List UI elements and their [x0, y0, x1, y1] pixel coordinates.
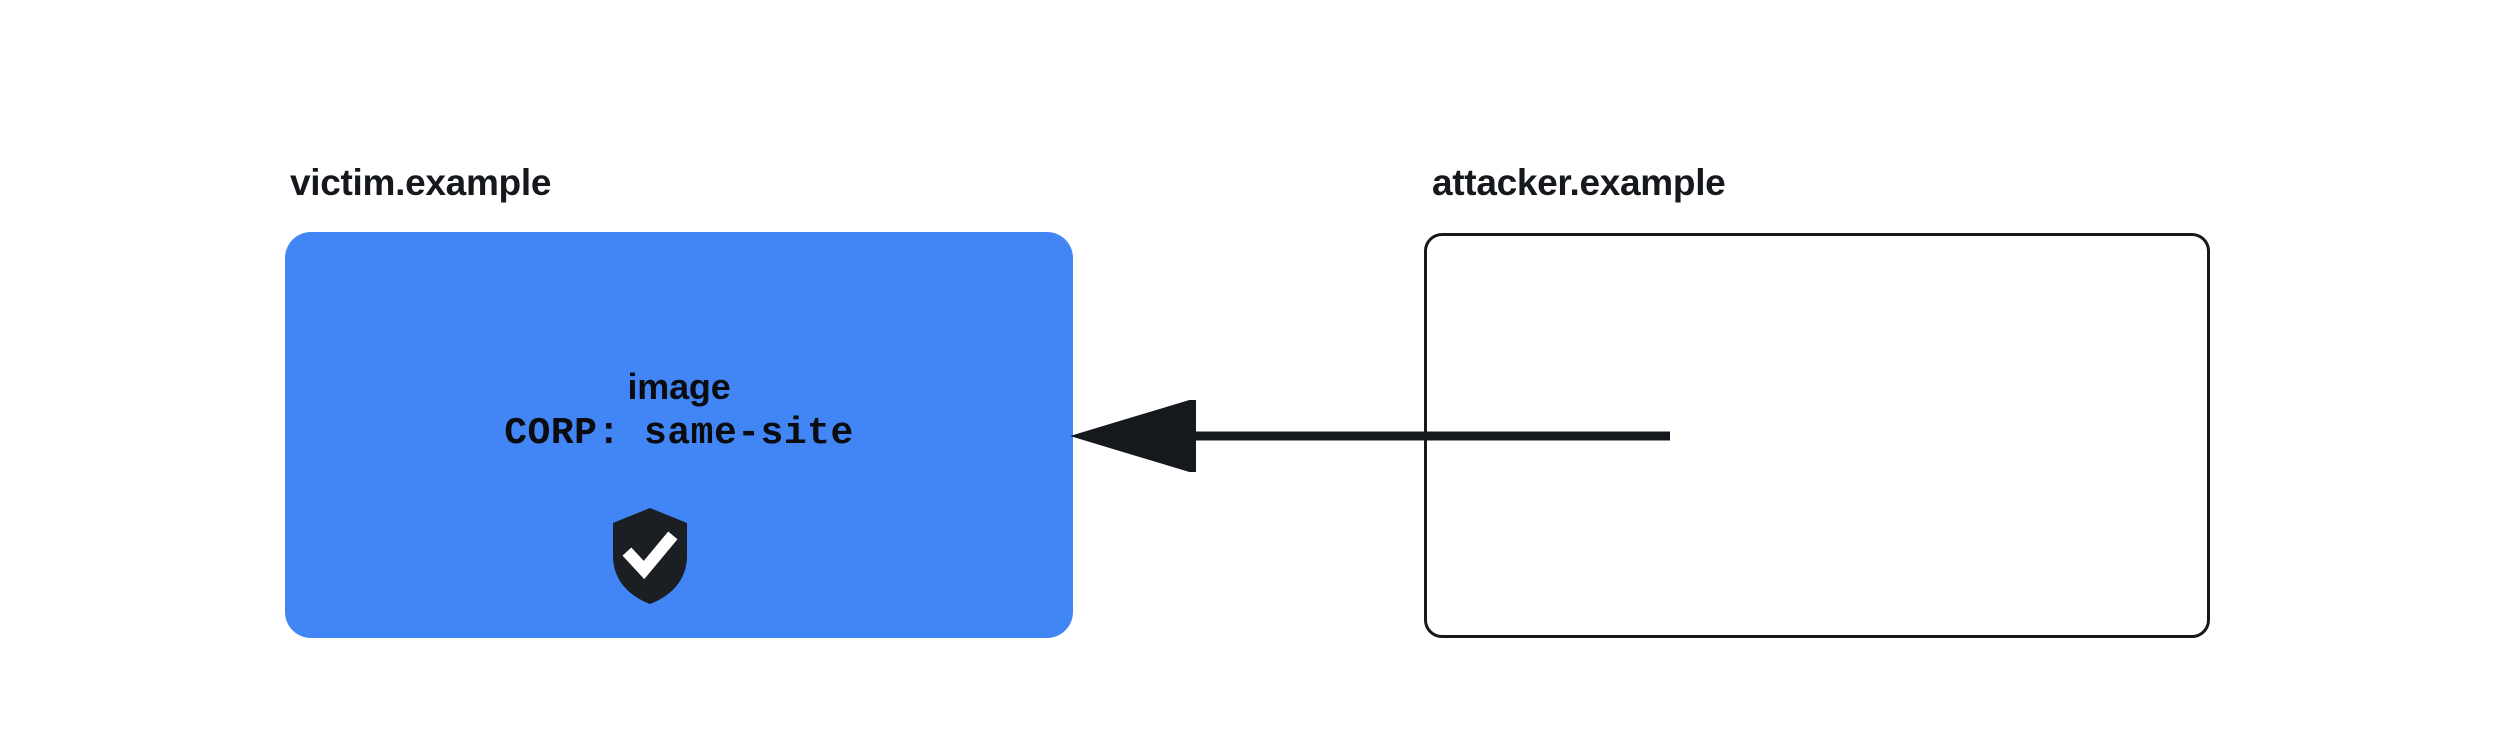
origin-box-victim: image CORP: same-site [285, 232, 1073, 638]
resource-corp-header: CORP: same-site [504, 412, 854, 455]
origin-label-victim: victim.example [290, 162, 552, 203]
origin-label-attacker: attacker.example [1432, 162, 1726, 203]
request-arrow [1060, 398, 1670, 474]
victim-resource: image CORP: same-site [285, 364, 1073, 458]
resource-name: image [627, 366, 731, 407]
shield-check-icon [613, 508, 687, 604]
